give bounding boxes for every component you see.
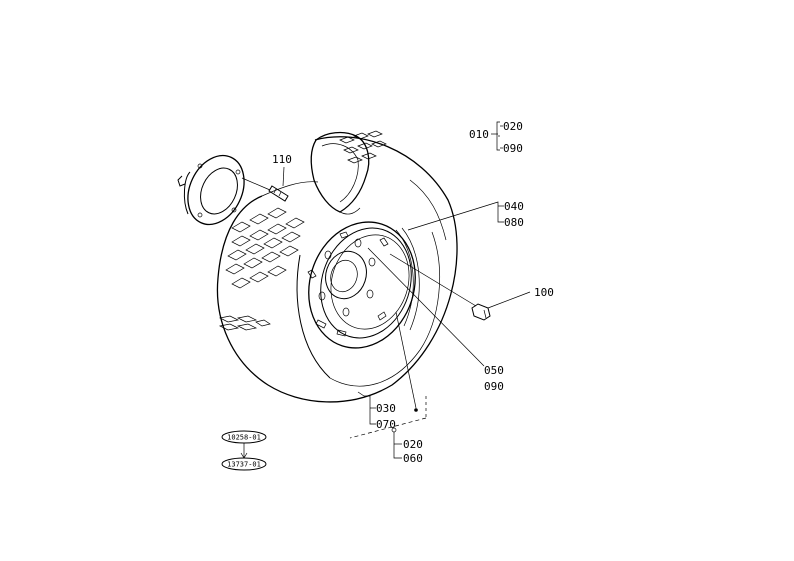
callout-080: 080: [504, 216, 524, 229]
legend-top-code: 10258-01: [227, 434, 261, 442]
callout-050: 050: [484, 364, 504, 377]
callout-020-bottom: 020: [403, 438, 423, 451]
hub-flange: [177, 154, 271, 226]
callout-070: 070: [376, 418, 396, 431]
wheel-rim: [307, 221, 420, 349]
callout-060: 060: [403, 452, 423, 465]
wheel-nut-100: [389, 253, 531, 321]
callout-100: 100: [534, 286, 554, 299]
callout-090-mid: 090: [484, 380, 504, 393]
callout-030: 030: [376, 402, 396, 415]
callout-010: 010: [469, 128, 489, 141]
tire: [216, 136, 458, 403]
valve-stem-110: [268, 166, 289, 202]
legend-bottom-code: 13737-01: [227, 461, 261, 469]
tread-pattern-left: [218, 207, 305, 331]
leader-lines: [349, 121, 504, 459]
legend: 10258-01 13737-01: [221, 430, 267, 471]
callout-090-top: 090: [503, 142, 523, 155]
callout-040: 040: [504, 200, 524, 213]
tread-pattern-top: [339, 130, 387, 164]
tire-cutaway: [310, 131, 370, 215]
callout-020-top: 020: [503, 120, 523, 133]
callout-110: 110: [272, 153, 292, 166]
